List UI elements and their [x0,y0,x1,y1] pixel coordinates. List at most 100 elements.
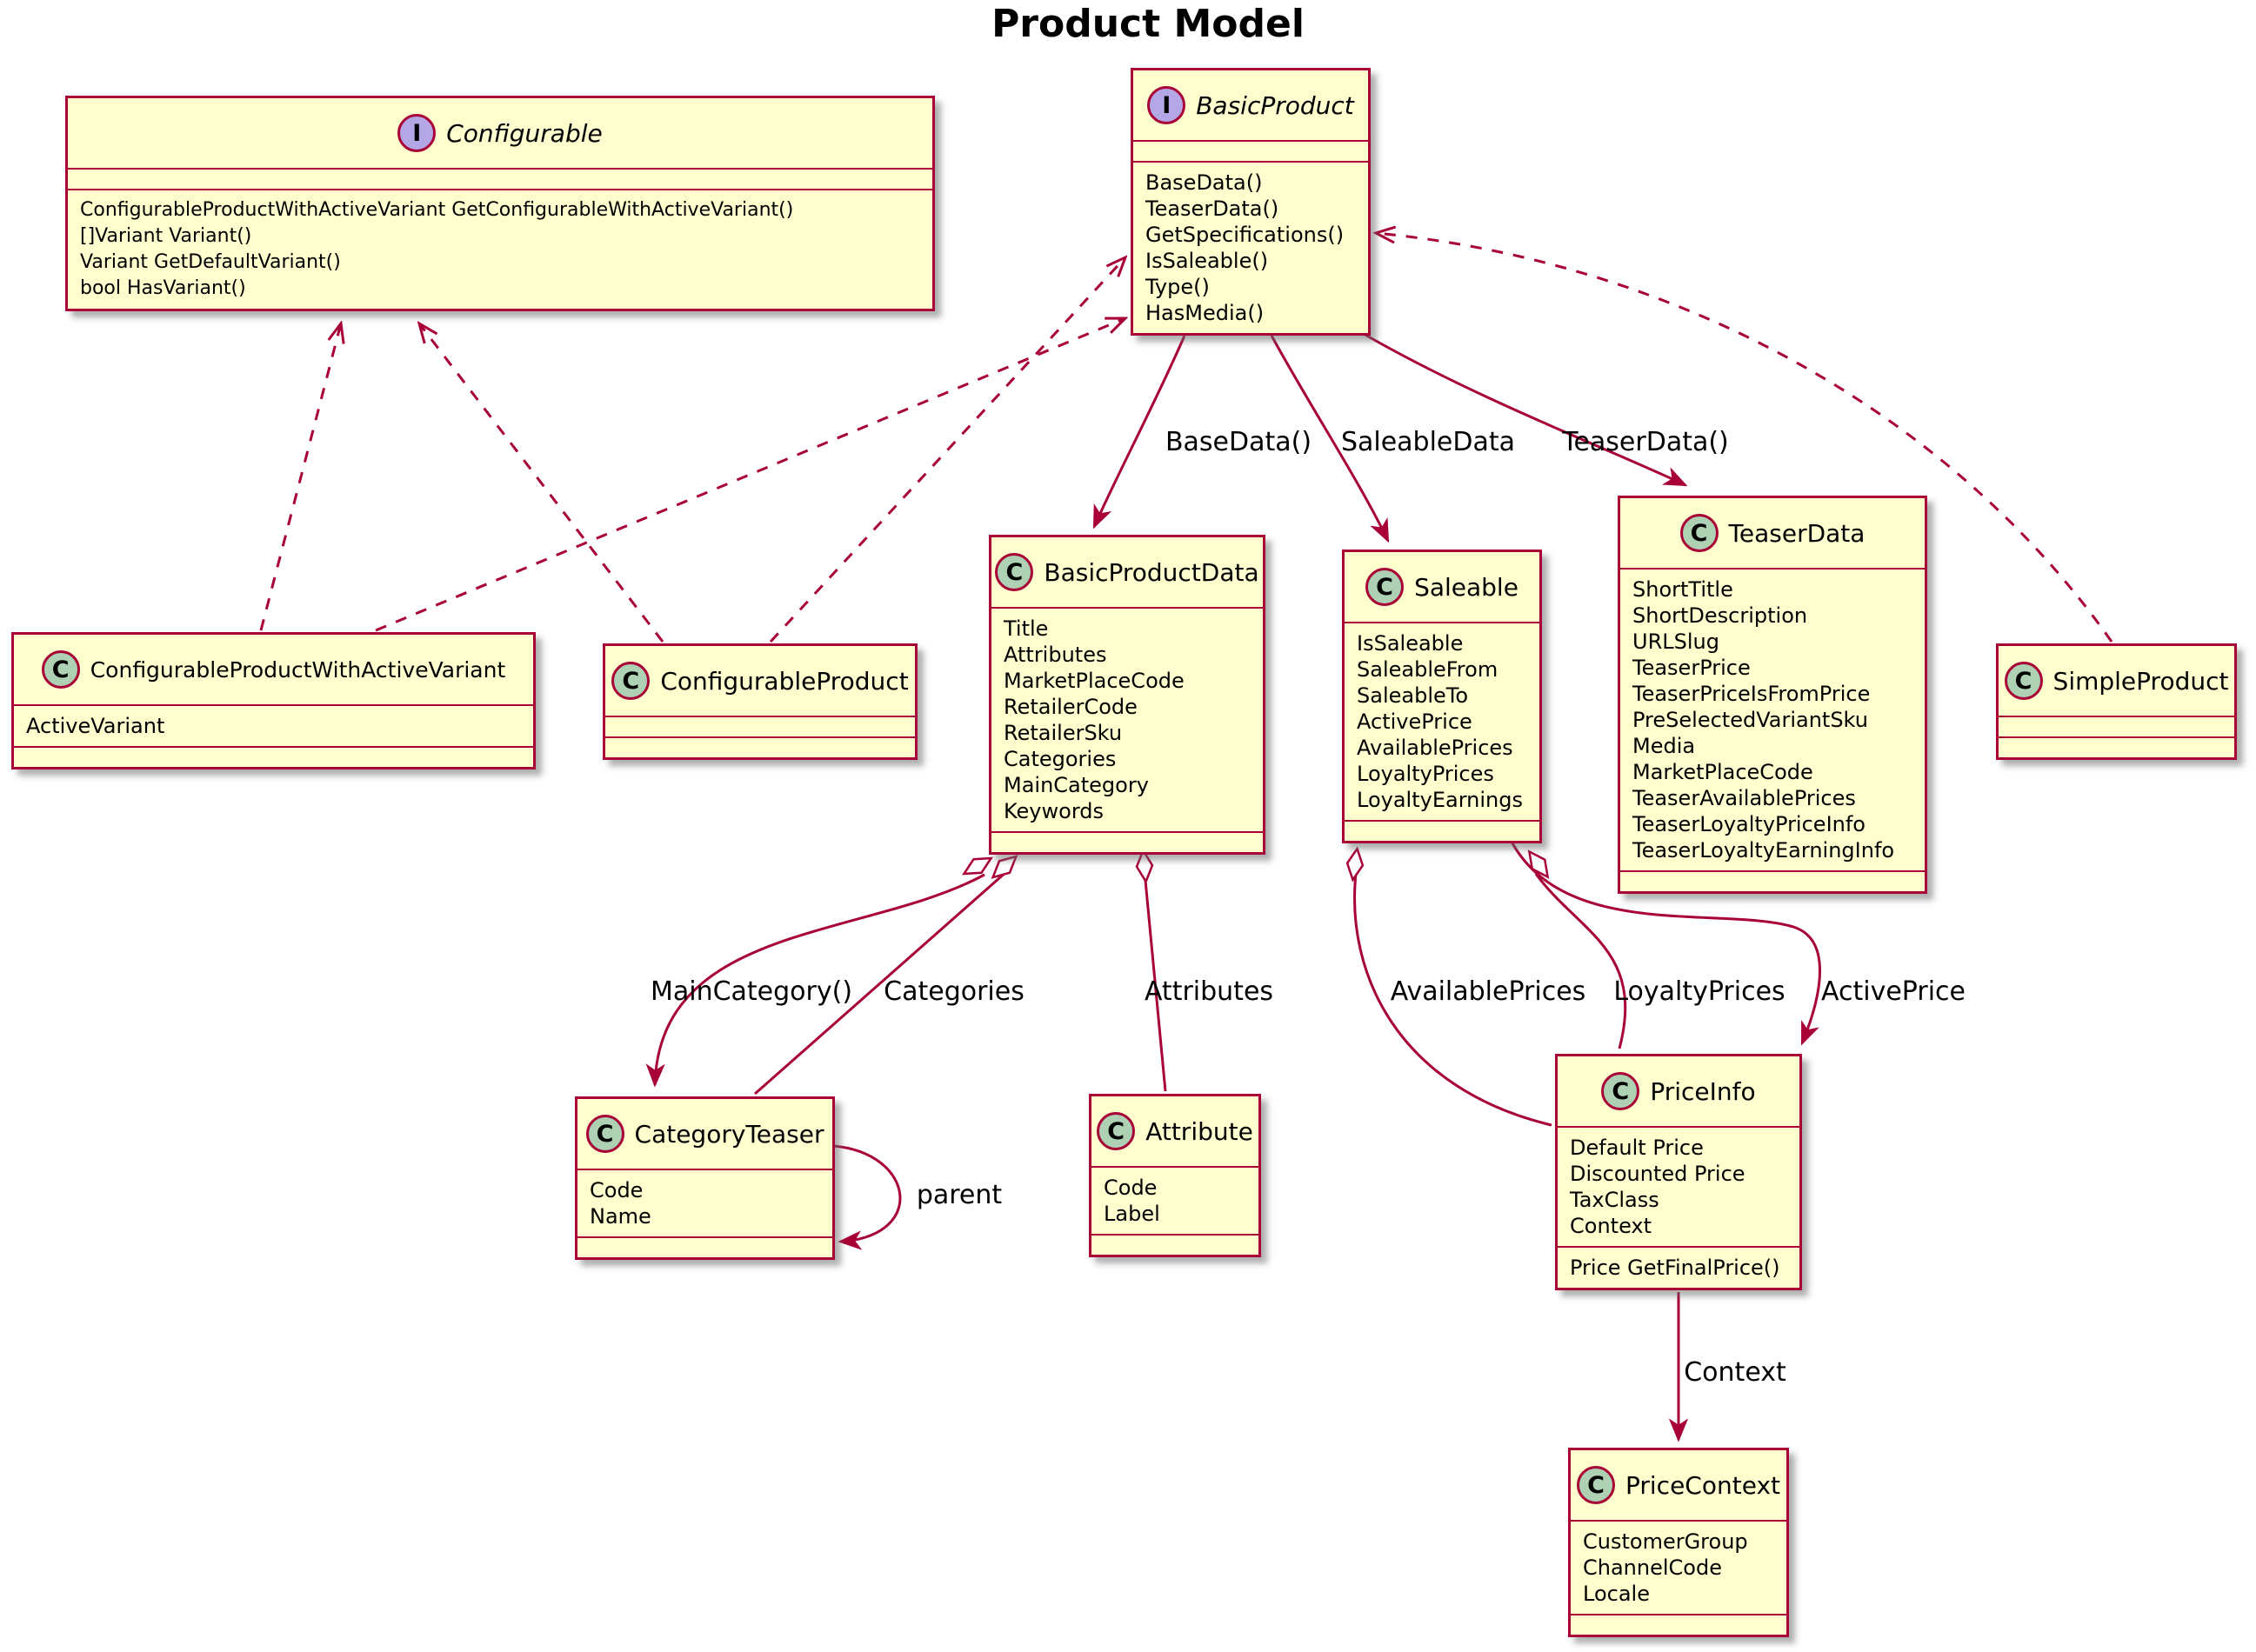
class-icon: C [1097,1112,1136,1150]
class-box-teaserdata: C TeaserData ShortTitle ShortDescription… [1618,496,1927,894]
interface-icon: I [1147,86,1186,124]
fields-compartment: ShortTitle ShortDescription URLSlug Teas… [1620,568,1925,870]
edge-configurableproduct-basicproduct [769,257,1125,643]
class-box-basicproduct: I BasicProduct BaseData() TeaserData() G… [1131,68,1371,336]
edge-label-parent: parent [917,1180,1003,1210]
class-title-attribute: C Attribute [1091,1096,1258,1166]
edge-cpwav-configurable [259,323,341,631]
edge-basicproductdata-categoryteaser-categories [754,869,1008,1096]
fields-compartment: ActiveVariant [14,704,533,746]
method: bool HasVariant() [80,277,246,299]
method: TeaserData() [1145,197,1279,221]
class-box-saleable: C Saleable IsSaleable SaleableFrom Salea… [1342,550,1542,843]
field: ChannelCode [1583,1555,1722,1580]
field: ActivePrice [1357,709,1472,734]
field: Code [590,1178,644,1202]
fields-compartment: Default Price Discounted Price TaxClass … [1558,1126,1799,1246]
edge-saleable-priceinfo-availableprices [1353,873,1552,1127]
class-icon: C [611,662,651,700]
method: ConfigurableProductWithActiveVariant Get… [80,199,794,221]
class-icon: C [41,650,80,689]
class-name: ConfigurableProductWithActiveVariant [90,656,506,683]
field: CustomerGroup [1583,1529,1748,1554]
method: GetSpecifications() [1145,223,1345,247]
edge-configurableproduct-configurable [419,323,664,643]
methods-compartment: ConfigurableProductWithActiveVariant Get… [68,189,932,309]
edge-label-categories: Categories [884,976,1025,1007]
field: SaleableFrom [1357,657,1498,682]
class-icon: C [995,553,1034,591]
fields-compartment: CustomerGroup ChannelCode Locale [1571,1520,1786,1614]
class-title-cpwav: C ConfigurableProductWithActiveVariant [14,635,533,704]
field: Attributes [1004,643,1107,667]
aggregation-diamond-attributes [1135,848,1154,884]
edge-label-activeprice: ActivePrice [1821,976,1966,1007]
method: Variant GetDefaultVariant() [80,251,341,273]
class-box-priceinfo: C PriceInfo Default Price Discounted Pri… [1555,1054,1802,1290]
method: IsSaleable() [1145,249,1269,273]
method: BaseData() [1145,170,1263,195]
fields-compartment: Code Label [1091,1166,1258,1234]
field: ActiveVariant [26,714,165,738]
method: Price GetFinalPrice() [1570,1256,1780,1280]
fields-compartment: Code Name [577,1169,832,1236]
class-name: Configurable [446,118,603,148]
edge-label-teaserdata: TeaserData() [1561,427,1729,457]
field: Code [1104,1176,1158,1200]
methods-compartment-empty [1999,736,2234,757]
field: PreSelectedVariantSku [1632,708,1868,732]
edge-basicproduct-saleable [1270,335,1390,543]
aggregation-diamond-categories [991,855,1018,879]
field: IsSaleable [1357,631,1464,656]
field: MarketPlaceCode [1632,760,1813,784]
class-box-configurableproductwithactivevariant: C ConfigurableProductWithActiveVariant A… [11,632,536,769]
fields-compartment-empty [1999,716,2234,736]
edge-label-context: Context [1684,1357,1786,1388]
field: Keywords [1004,799,1105,823]
edge-categoryteaser-self-parent [832,1144,902,1250]
field: Discounted Price [1570,1162,1745,1186]
class-box-configurable: I Configurable ConfigurableProductWithAc… [65,96,935,311]
class-title-basicproductdata: C BasicProductData [991,537,1263,607]
field: LoyaltyEarnings [1357,788,1523,812]
class-name: PriceInfo [1650,1076,1756,1106]
class-title-saleable: C Saleable [1345,552,1539,622]
edge-saleable-priceinfo-activeprice [1510,841,1821,1046]
class-name: TeaserData [1728,518,1866,548]
class-name: PriceContext [1625,1470,1780,1500]
class-name: ConfigurableProduct [660,666,909,696]
edge-label-attributes: Attributes [1145,976,1273,1007]
field: ShortDescription [1632,603,1808,628]
class-title-simpleproduct: C SimpleProduct [1999,646,2234,716]
class-icon: C [1577,1466,1615,1504]
class-box-pricecontext: C PriceContext CustomerGroup ChannelCode… [1568,1448,1789,1637]
field: Label [1104,1202,1160,1226]
class-title-teaserdata: C TeaserData [1620,498,1925,568]
edge-label-basedata: BaseData() [1165,427,1312,457]
methods-compartment-empty [1620,870,1925,891]
field: Media [1632,734,1696,758]
methods-compartment: BaseData() TeaserData() GetSpecification… [1133,161,1368,333]
edge-basicproductdata-attribute [1143,870,1167,1092]
edge-basicproduct-basicproductdata [1092,335,1186,530]
field: SaleableTo [1357,683,1469,708]
edge-cpwav-basicproduct [375,318,1125,632]
class-title-categoryteaser: C CategoryTeaser [577,1099,832,1169]
field: MarketPlaceCode [1004,669,1185,693]
methods-compartment-empty [577,1236,832,1257]
field: TeaserPrice [1632,656,1751,680]
field: Name [590,1204,651,1229]
class-icon: C [1601,1072,1640,1110]
class-box-categoryteaser: C CategoryTeaser Code Name [575,1096,835,1260]
method: HasMedia() [1145,301,1265,325]
class-name: Saleable [1414,572,1518,602]
class-title-configurable: I Configurable [68,98,932,168]
fields-compartment-empty [68,168,932,189]
method: Type() [1145,275,1210,299]
field: URLSlug [1632,629,1719,654]
class-box-attribute: C Attribute Code Label [1089,1094,1261,1257]
field: Locale [1583,1582,1650,1606]
methods-compartment: Price GetFinalPrice() [1558,1246,1799,1288]
